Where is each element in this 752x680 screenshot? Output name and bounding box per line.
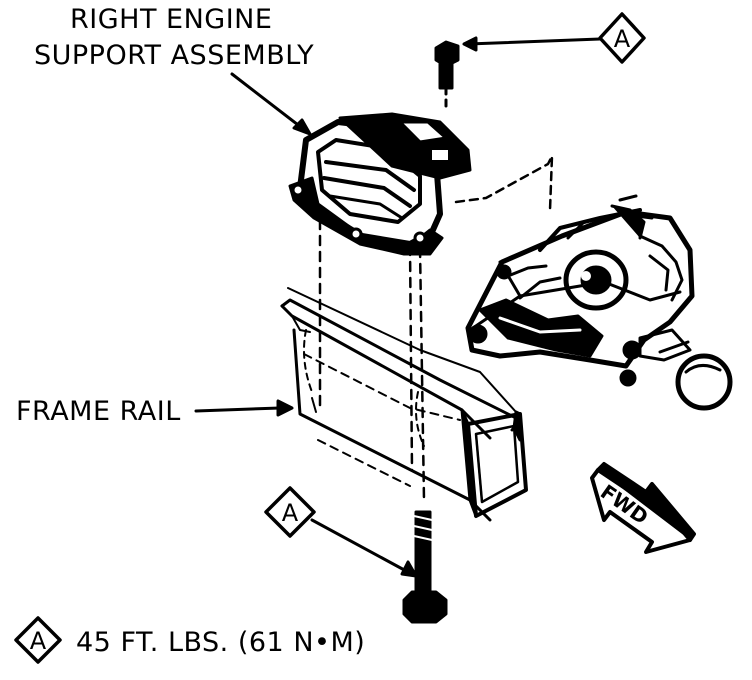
engine-support-assembly: [288, 112, 554, 256]
callout-bottom-bolt: [264, 486, 418, 578]
engine-assembly: [465, 194, 733, 411]
frame-rail-label: FRAME RAIL: [16, 396, 181, 427]
support-assembly-label-line2: SUPPORT ASSEMBLY: [34, 40, 315, 71]
bottom-bolt: [402, 510, 448, 624]
callout-bottom-letter: A: [282, 499, 299, 527]
fwd-arrow: FWD: [590, 462, 696, 554]
support-leader: [230, 72, 312, 136]
torque-spec-label: 45 FT. LBS. (61 N•M): [76, 627, 366, 658]
callout-top-bolt: [462, 12, 646, 64]
legend-callout: [14, 616, 62, 664]
callout-top-letter: A: [614, 25, 631, 53]
top-bolt: [434, 40, 460, 112]
frame-rail: [280, 287, 528, 522]
support-assembly-label-line1: RIGHT ENGINE: [70, 4, 273, 35]
legend-letter: A: [30, 627, 47, 655]
frame-rail-leader: [194, 399, 294, 417]
